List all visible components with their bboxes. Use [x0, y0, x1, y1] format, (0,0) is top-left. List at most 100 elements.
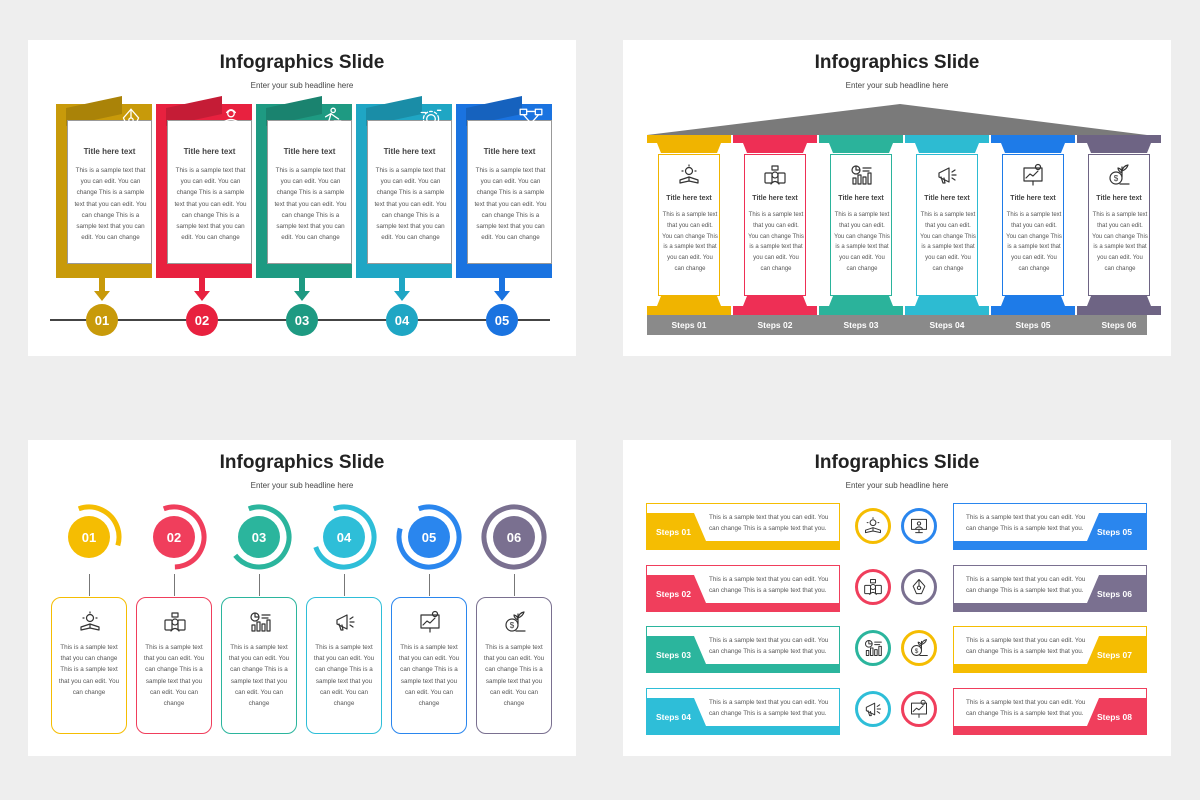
step-body: This is a sample text that you can edit.… [709, 699, 829, 718]
slide-pillars: Infographics Slide Enter your sub headli… [623, 40, 1171, 356]
arrow-head [194, 291, 210, 301]
step-number: 05 [486, 304, 518, 336]
pillar-body: This is a sample text that you can edit.… [748, 212, 804, 272]
arrow-shaft [299, 278, 305, 292]
slide-title: Infographics Slide [814, 452, 980, 473]
card-body: This is a sample text that you can edit.… [398, 644, 460, 708]
card-body: This is a sample text that you can edit.… [228, 644, 290, 708]
pillar-capital-taper [657, 143, 721, 153]
megaphone-icon [855, 691, 891, 727]
pillar-base [733, 306, 817, 315]
connector-line [174, 574, 175, 596]
step-body: This is a sample text that you can edit.… [966, 576, 1086, 595]
slide-subtitle: Enter your sub headline here [845, 81, 949, 90]
network-icon [519, 108, 543, 130]
pillar-heading: Title here text [924, 195, 970, 202]
pillar-body: This is a sample text that you can edit.… [920, 212, 976, 272]
money-plant-icon: $ [1107, 163, 1131, 187]
pillar-capital-taper [829, 143, 893, 153]
pillar-heading: Title here text [752, 195, 798, 202]
pillar-capital-taper [1087, 143, 1151, 153]
analytics-icon [855, 630, 891, 666]
pillar-capital-taper [743, 143, 807, 153]
arrow-head [494, 291, 510, 301]
card-body: This is a sample text that you can edit.… [313, 644, 375, 708]
dollar-people-icon [864, 579, 882, 595]
pillar-heading: Title here text [1010, 195, 1056, 202]
money-plant-icon: $ [505, 611, 526, 632]
step-number: 03 [238, 516, 280, 558]
card-heading: Title here text [483, 147, 536, 156]
analytics-icon [865, 640, 882, 656]
step-label: Steps 03 [843, 320, 879, 330]
step-body: This is a sample text that you can edit.… [709, 637, 829, 656]
money-plant-icon: $ [503, 610, 527, 634]
book-idea-icon [80, 611, 100, 631]
slide-subtitle: Enter your sub headline here [250, 81, 354, 90]
base-bar [647, 315, 1147, 335]
megaphone-icon [333, 610, 357, 634]
slide-subtitle: Enter your sub headline here [250, 481, 354, 490]
pillar-body: This is a sample text that you can edit.… [1092, 212, 1148, 272]
progress-ring [480, 503, 548, 576]
step-label: Steps 05 [1015, 320, 1051, 330]
card-body: This is a sample text that you can chang… [58, 644, 120, 696]
chart-board-icon [418, 610, 442, 634]
pillar-base-taper [657, 296, 721, 306]
pillar-base-taper [743, 296, 807, 306]
step-label: Steps 04 [929, 320, 965, 330]
step-label: Steps 01 [656, 527, 691, 537]
text-card: This is a sample text that you can edit.… [306, 597, 382, 734]
connector-line [429, 574, 430, 596]
step-body: This is a sample text that you can edit.… [966, 637, 1086, 656]
pen-tool-icon [118, 106, 144, 132]
slide-title: Infographics Slide [219, 452, 385, 473]
pillar-base [905, 306, 989, 315]
dollar-people-icon [163, 610, 187, 634]
step-number: 05 [408, 516, 450, 558]
pillar-capital [647, 135, 731, 143]
pillar-base [819, 306, 903, 315]
step-body: This is a sample text that you can edit.… [709, 514, 829, 533]
step-body: This is a sample text that you can edit.… [966, 514, 1086, 533]
step-label: Steps 03 [656, 650, 691, 660]
connector-line [514, 574, 515, 596]
chart-board-icon [911, 699, 927, 718]
pillar-capital-taper [915, 143, 979, 153]
arrow-shaft [499, 278, 505, 292]
runner-icon [318, 106, 344, 132]
pillar-capital [1077, 135, 1161, 143]
step-number: 02 [153, 516, 195, 558]
pen-tool-icon [122, 108, 140, 129]
analytics-icon [248, 610, 272, 634]
pillar-capital [733, 135, 817, 143]
pillar-base [647, 306, 731, 315]
slide-step-banners: Infographics Slide Enter your sub headli… [623, 440, 1171, 756]
pillar-capital [991, 135, 1075, 143]
money-plant-icon: $ [1109, 164, 1130, 185]
pillar-heading: Title here text [1096, 195, 1142, 202]
step-label: Steps 06 [1101, 320, 1137, 330]
step-number: 01 [68, 516, 110, 558]
pillar-base [1077, 306, 1161, 315]
arrow-head [294, 291, 310, 301]
analytics-icon [250, 612, 271, 632]
chart-board-icon [420, 610, 440, 633]
chart-board-icon [1021, 163, 1045, 187]
card-heading: Title here text [283, 147, 336, 156]
arrow-head [94, 291, 110, 301]
analytics-icon [849, 163, 873, 187]
progress-ring [310, 503, 378, 576]
money-plant-icon: $ [901, 630, 937, 666]
pillar-heading: Title here text [666, 195, 712, 202]
arrow-shaft [199, 278, 205, 292]
